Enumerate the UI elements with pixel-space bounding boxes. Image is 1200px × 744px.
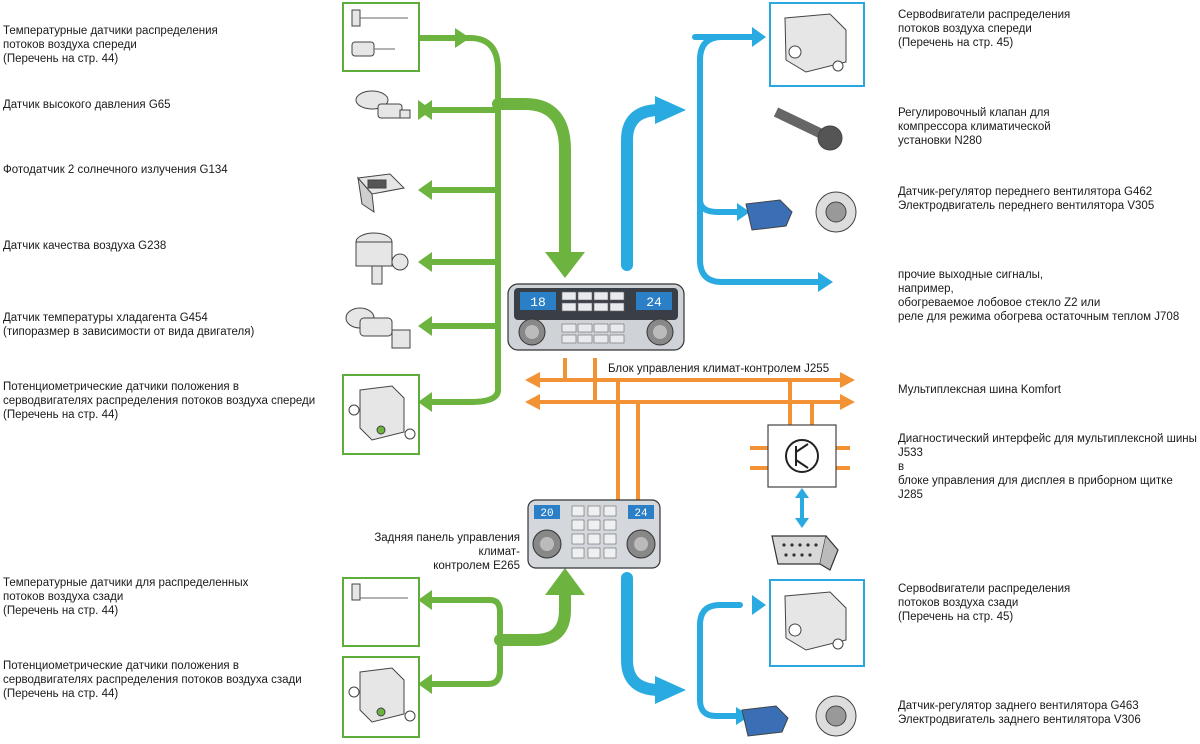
rear-left-display: 20 bbox=[540, 508, 553, 520]
front-servo-icon bbox=[784, 13, 847, 73]
rear-output-arrows bbox=[621, 572, 743, 719]
rear-input-label-potentiometer: Потенциометрические датчики положения в … bbox=[3, 660, 302, 700]
potentiometer-rear-icon bbox=[348, 667, 416, 723]
temperature-sensor-rear-icon bbox=[351, 583, 408, 601]
input-label-sun: Фотодатчик 2 солнечного излучения G134 bbox=[3, 164, 228, 176]
output-arrows bbox=[621, 34, 823, 285]
front-fan-icon bbox=[815, 191, 857, 233]
bus-label: Мультиплексная шина Komfort bbox=[898, 384, 1061, 396]
rear-right-display: 24 bbox=[634, 508, 648, 520]
output-label-rear-fan: Датчик-регулятор заднего вентилятора G46… bbox=[898, 700, 1141, 726]
potentiometer-icon bbox=[348, 385, 416, 441]
compressor-valve-icon bbox=[773, 107, 843, 151]
output-label-rear-servo: Сервodвигатели распределения потоков воз… bbox=[898, 583, 1071, 623]
front-control-panel: 18 24 bbox=[507, 283, 685, 351]
pressure-sensor-icon bbox=[355, 90, 411, 119]
rear-control-panel: 20 24 bbox=[527, 499, 661, 569]
input-label-air-quality: Датчик качества воздуха G238 bbox=[3, 240, 167, 252]
refrigerant-sensor-icon bbox=[345, 307, 411, 349]
gateway-label: Диагностический интерфейс для мультиплек… bbox=[898, 433, 1197, 501]
control-unit-label: Блок управления климат-контролем J255 bbox=[608, 363, 830, 375]
rear-fan-regulator-icon bbox=[741, 705, 789, 737]
diagnostic-link bbox=[795, 488, 809, 528]
obd-connector-icon bbox=[771, 535, 839, 571]
input-arrowheads bbox=[418, 28, 585, 412]
air-quality-sensor-icon bbox=[355, 232, 409, 285]
sun-sensor-icon bbox=[357, 173, 406, 214]
rear-input-label-temp: Температурные датчики для распределенных… bbox=[3, 577, 249, 617]
front-left-display: 18 bbox=[530, 295, 546, 310]
input-label-potentiometer: Потенциометрические датчики положения в … bbox=[3, 381, 316, 421]
output-label-front-fan: Датчик-регулятор переднего вентилятора G… bbox=[898, 186, 1155, 212]
input-label-pressure: Датчик высокого давления G65 bbox=[3, 99, 171, 111]
rear-servo-icon bbox=[784, 591, 847, 651]
output-label-other: прочие выходные сигналы, например, обогр… bbox=[898, 269, 1180, 323]
rear-input-arrows bbox=[427, 584, 571, 687]
front-fan-regulator-icon bbox=[745, 199, 793, 231]
gateway-symbol bbox=[767, 424, 837, 488]
input-label-refrigerant: Датчик температуры хладагента G454 (типо… bbox=[3, 312, 255, 338]
temperature-sensors-icon bbox=[351, 9, 408, 57]
output-label-compressor: Регулировочный клапан для компрессора кл… bbox=[898, 107, 1051, 147]
front-right-display: 24 bbox=[646, 295, 662, 310]
input-label-front-temp: Температурные датчики распределения пото… bbox=[3, 25, 218, 65]
output-label-front-servo: Сервodвигатели распределения потоков воз… bbox=[898, 9, 1071, 49]
rear-panel-label: Задняя панель управления климат- контрол… bbox=[374, 532, 520, 572]
input-arrows bbox=[417, 35, 571, 405]
bus-lines bbox=[535, 358, 850, 500]
rear-fan-icon bbox=[815, 695, 857, 737]
